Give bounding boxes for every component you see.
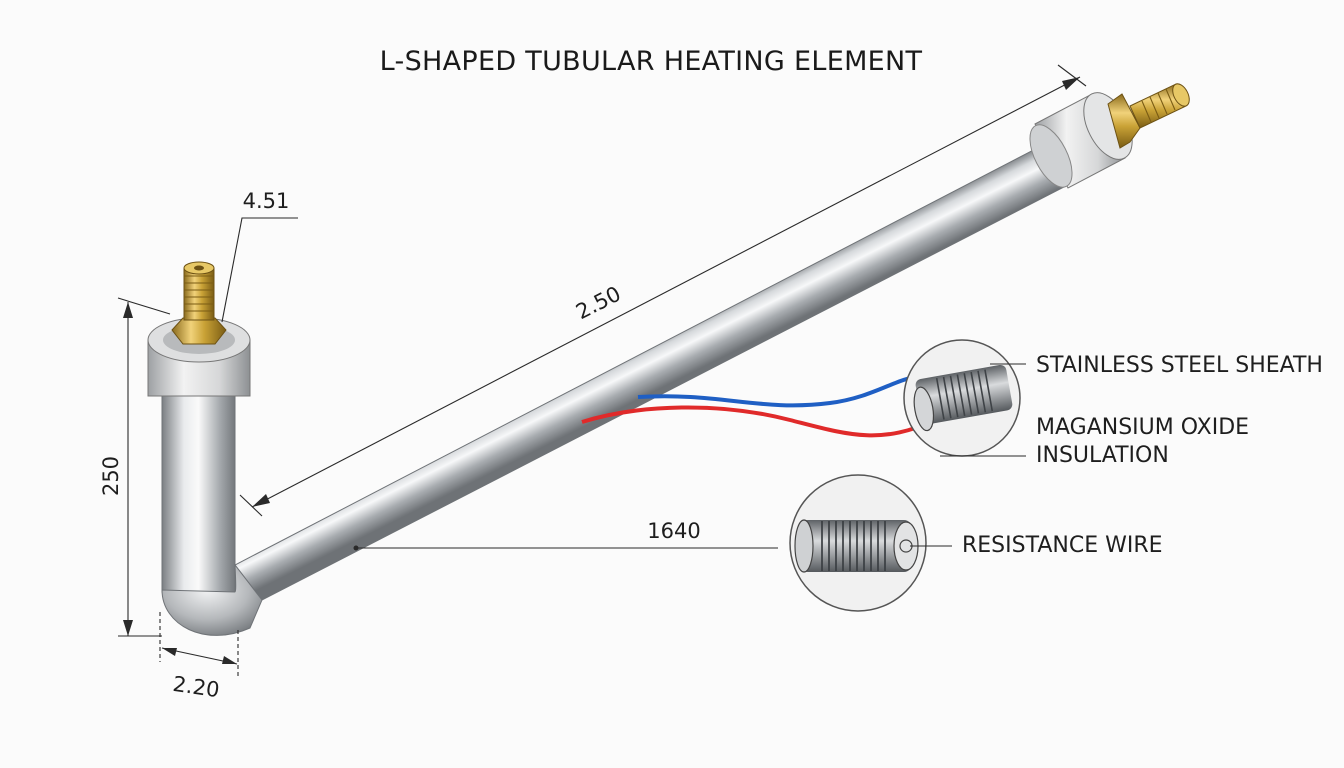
sheath-section <box>915 364 1013 425</box>
detail-circle-sheath <box>903 339 1021 457</box>
terminal-dimension-label: 4.51 <box>243 189 290 213</box>
overall-leader-dot <box>353 545 359 551</box>
sheath-callout: STAINLESS STEEL SHEATH <box>1036 353 1323 378</box>
overall-dimension-label: 1640 <box>647 519 700 543</box>
vertical-arrow-bottom <box>123 620 133 636</box>
long-leg-dimension-line <box>251 76 1081 508</box>
vertical-extension-top <box>117 297 171 315</box>
tube-body <box>161 129 1094 636</box>
base-arrow-right <box>222 656 237 664</box>
internal-wires <box>581 376 936 438</box>
blue-wire <box>637 376 913 408</box>
resistance-coil-lines <box>821 521 886 571</box>
left-stud-hole <box>194 265 204 271</box>
coil-left-end <box>794 519 814 573</box>
right-collar-back <box>1029 124 1073 188</box>
long-leg-arrow-start <box>252 494 270 507</box>
terminal-leader <box>221 217 298 323</box>
long-leg-extension <box>1057 64 1087 87</box>
sheath-coil-lines <box>935 369 994 420</box>
left-terminal <box>147 261 251 397</box>
long-leg-extension-2 <box>239 494 263 517</box>
left-stud-threads <box>184 275 214 312</box>
resistance-coil-body <box>800 520 912 572</box>
vertical-tube-leg <box>161 391 236 593</box>
tube-elbow <box>161 563 263 636</box>
callout-leaders <box>910 363 1026 547</box>
insulation-callout-line2: INSULATION <box>1036 443 1169 468</box>
resistance-wire-callout: RESISTANCE WIRE <box>962 533 1163 558</box>
right-stud-threads <box>1141 88 1176 123</box>
right-stud-tip <box>1172 83 1190 107</box>
red-wire <box>581 405 936 438</box>
base-dimension-label: 2.20 <box>171 672 221 702</box>
diagram-title: L-SHAPED TUBULAR HEATING ELEMENT <box>380 46 923 77</box>
right-hex-nut <box>1107 93 1141 149</box>
dimension-lines <box>117 64 1087 676</box>
detail-circle-resistance-wire <box>789 474 927 612</box>
left-hex-nut <box>171 317 227 345</box>
base-arrow-left <box>162 648 177 656</box>
vertical-dimension-label: 250 <box>99 456 123 496</box>
sheath-end-face <box>913 386 935 432</box>
right-terminal <box>1029 83 1190 189</box>
vertical-arrow-top <box>123 302 133 318</box>
long-leg-arrow-end <box>1062 77 1080 90</box>
insulation-callout-line1: MAGANSIUM OXIDE <box>1036 415 1249 440</box>
